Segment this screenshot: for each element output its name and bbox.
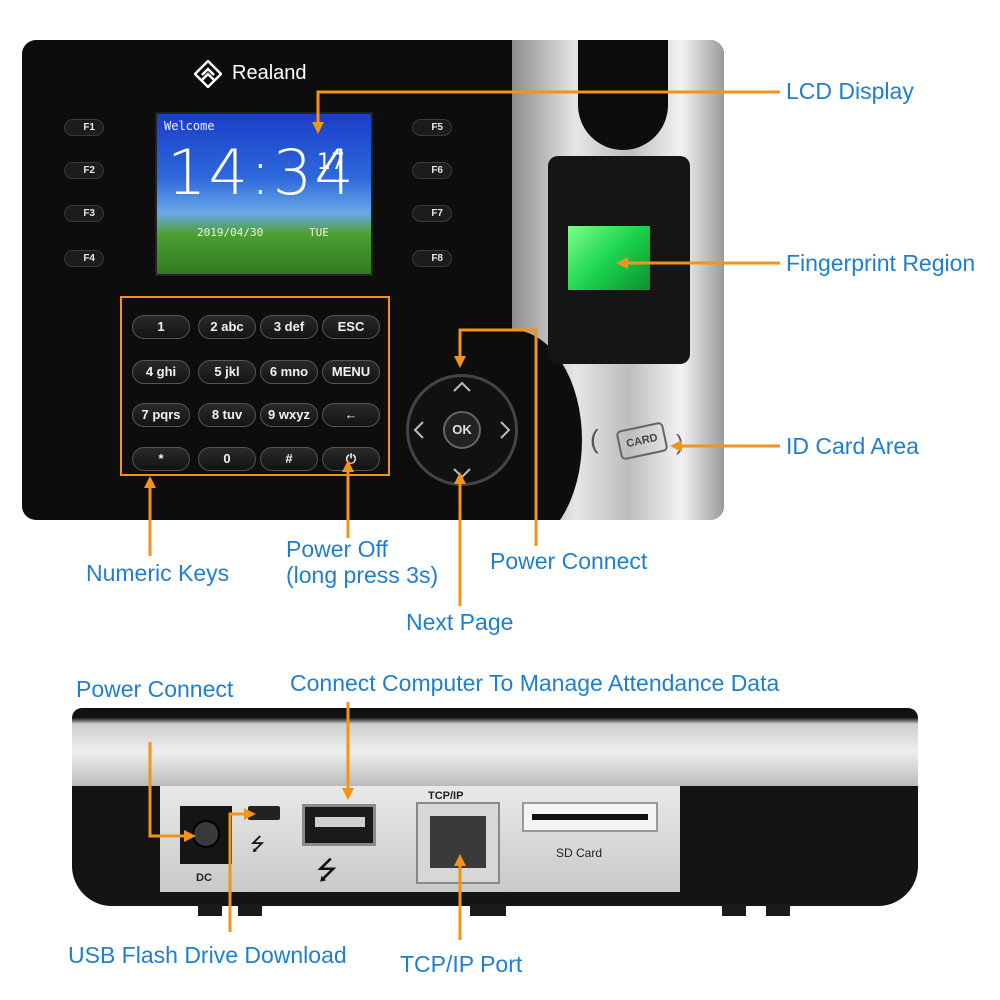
lcd-seconds: 17 xyxy=(317,150,345,175)
brand-name: Realand xyxy=(232,62,307,84)
callout-power-off-line1: Power Off xyxy=(286,536,388,562)
fkey-f1[interactable]: F1 xyxy=(64,119,104,136)
sd-slot-gap xyxy=(532,814,648,820)
usb-a-icon: ⭍ xyxy=(316,855,338,885)
key-4[interactable]: 4 ghi xyxy=(132,360,190,384)
fkey-f7[interactable]: F7 xyxy=(412,205,452,222)
sd-label: SD Card xyxy=(556,846,603,860)
callout-numeric-keys: Numeric Keys xyxy=(86,560,230,586)
fingerprint-sensor[interactable] xyxy=(568,226,650,290)
key-hash[interactable]: # xyxy=(260,447,318,471)
lcd-time: 14:34 xyxy=(167,136,356,209)
lcd-day: TUE xyxy=(309,226,329,239)
key-5[interactable]: 5 jkl xyxy=(198,360,256,384)
key-3[interactable]: 3 def xyxy=(260,315,318,339)
usb-a-tongue xyxy=(315,817,365,827)
callout-tcpip-port: TCP/IP Port xyxy=(400,951,523,977)
foot-2 xyxy=(238,904,262,916)
usb-mini-icon: ⭍ xyxy=(250,834,265,854)
callout-power-connect-back: Power Connect xyxy=(76,676,234,702)
key-2[interactable]: 2 abc xyxy=(198,315,256,339)
foot-1 xyxy=(198,904,222,916)
navigation-pad[interactable]: OK xyxy=(406,374,518,486)
foot-4 xyxy=(722,904,746,916)
ok-button[interactable]: OK xyxy=(443,411,481,449)
fkey-f8[interactable]: F8 xyxy=(412,250,452,267)
key-menu[interactable]: MENU xyxy=(322,360,380,384)
foot-5 xyxy=(766,904,790,916)
dc-label: DC xyxy=(196,872,212,884)
realand-logo-icon xyxy=(194,60,222,88)
key-0[interactable]: 0 xyxy=(198,447,256,471)
mini-usb-port[interactable] xyxy=(248,806,280,820)
fkey-f3[interactable]: F3 xyxy=(64,205,104,222)
key-esc[interactable]: ESC xyxy=(322,315,380,339)
callout-usb-flash: USB Flash Drive Download xyxy=(68,942,347,968)
lcd-date: 2019/04/30 xyxy=(197,226,264,239)
fkey-f6[interactable]: F6 xyxy=(412,162,452,179)
sd-card-slot[interactable] xyxy=(522,802,658,832)
usb-a-port[interactable] xyxy=(302,804,376,846)
key-9[interactable]: 9 wxyz xyxy=(260,403,318,427)
callout-next-page: Next Page xyxy=(406,609,514,635)
top-slot xyxy=(578,40,668,150)
callout-connect-computer: Connect Computer To Manage Attendance Da… xyxy=(290,670,780,696)
callout-power-off-line2: (long press 3s) xyxy=(286,562,439,588)
brand-logo: Realand xyxy=(194,60,354,88)
key-backspace[interactable]: ← xyxy=(322,403,380,427)
fkey-f2[interactable]: F2 xyxy=(64,162,104,179)
fkey-f4[interactable]: F4 xyxy=(64,250,104,267)
key-6[interactable]: 6 mno xyxy=(260,360,318,384)
lcd-welcome: Welcome xyxy=(164,119,215,133)
key-1[interactable]: 1 xyxy=(132,315,190,339)
callout-id-card-area: ID Card Area xyxy=(786,433,919,459)
lcd-display: Welcome 14:34 17 2019/04/30 TUE xyxy=(155,112,373,276)
tcpip-label: TCP/IP xyxy=(428,790,464,802)
back-device-top xyxy=(72,708,918,788)
callout-power-connect-front: Power Connect xyxy=(490,548,648,574)
callout-fingerprint-region: Fingerprint Region xyxy=(786,250,976,276)
key-8[interactable]: 8 tuv xyxy=(198,403,256,427)
keypad-highlight xyxy=(120,296,390,476)
key-star[interactable]: * xyxy=(132,447,190,471)
fkey-f5[interactable]: F5 xyxy=(412,119,452,136)
callout-lcd-display: LCD Display xyxy=(786,78,914,104)
key-7[interactable]: 7 pqrs xyxy=(132,403,190,427)
foot-3 xyxy=(470,904,506,916)
card-wave-left-icon: ( xyxy=(590,424,599,454)
